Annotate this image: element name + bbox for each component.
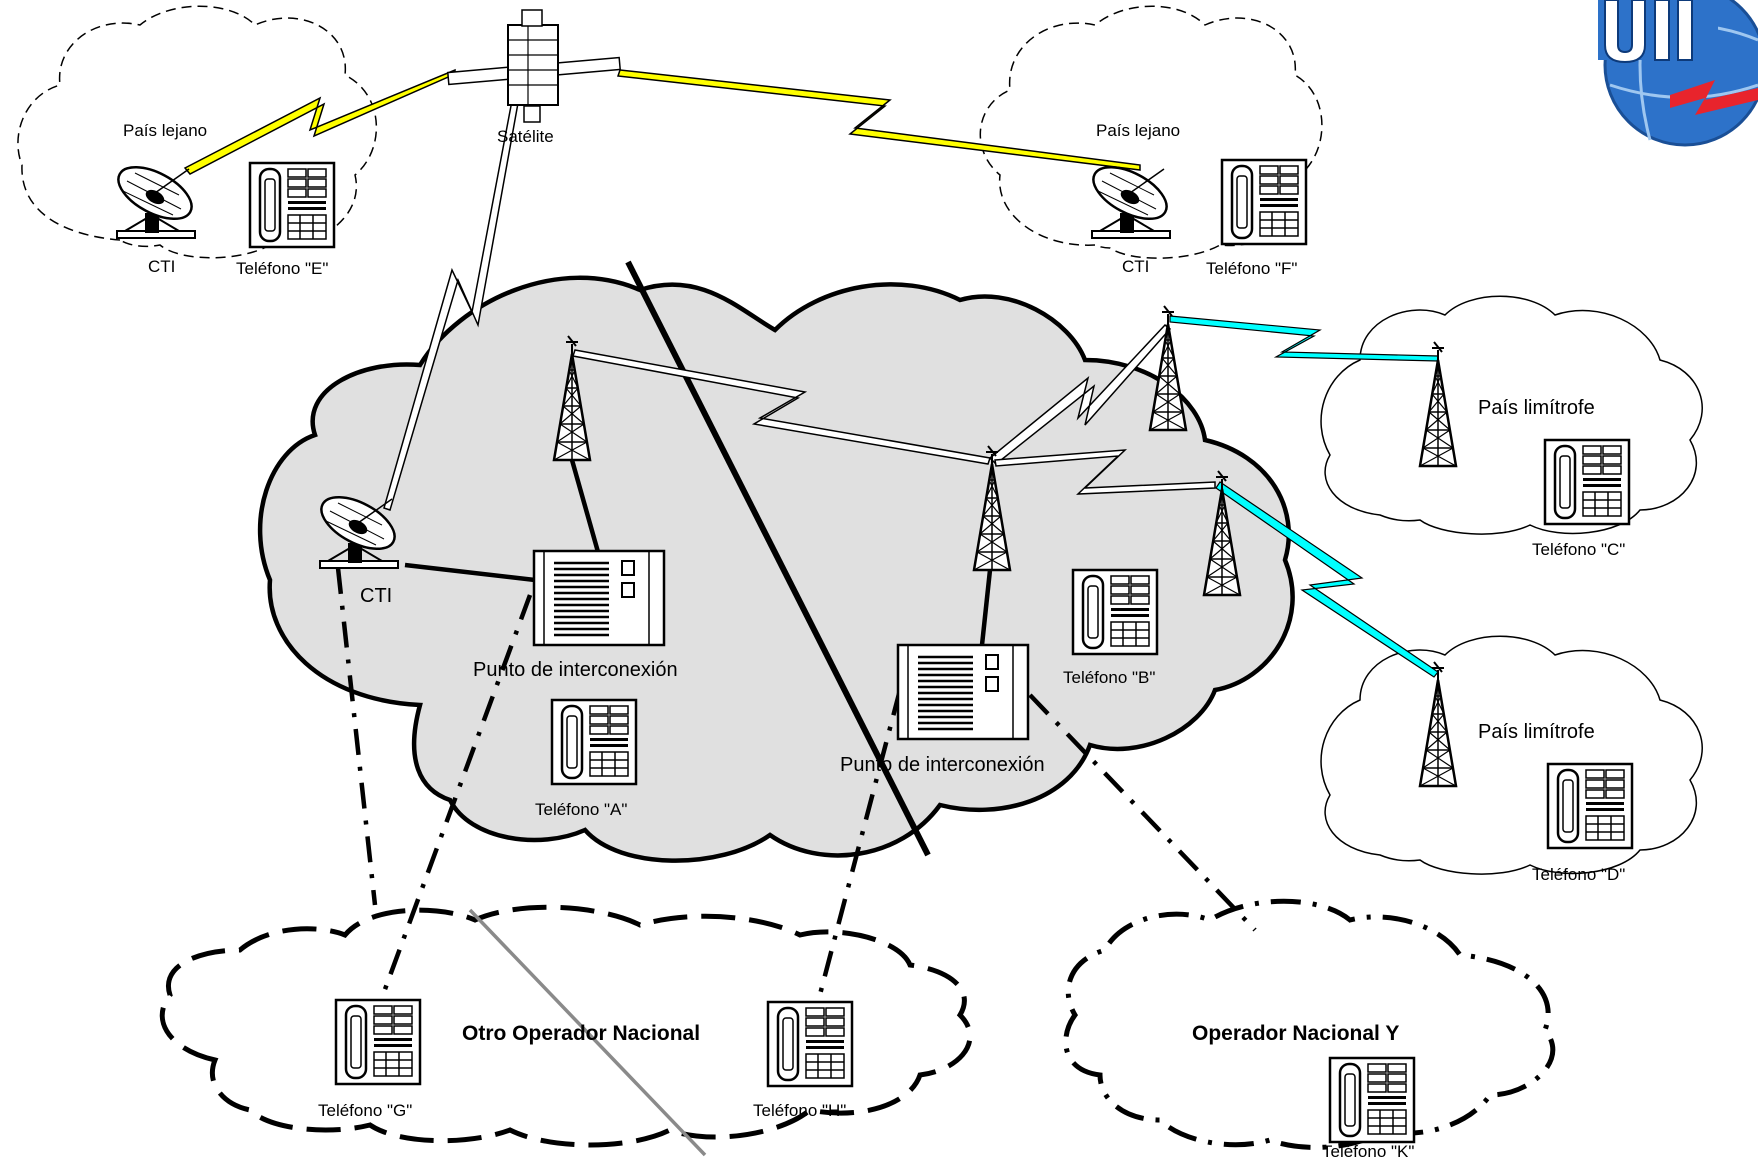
tower-top-right-icon: [1148, 304, 1188, 432]
interconnection-left-label: Punto de interconexión: [473, 659, 678, 681]
neighbor-country-cloud-bottom: [1320, 635, 1703, 875]
phone-a-icon: [550, 698, 638, 786]
radio-link-ab: [572, 349, 991, 465]
interconnection-right-label: Punto de interconexión: [840, 754, 1045, 776]
phone-e-label: Teléfono "E": [236, 259, 328, 278]
interconnection-point-left-icon: [532, 549, 666, 647]
network-divider-line: [625, 260, 931, 857]
far-left-country-label: País lejano: [123, 121, 207, 140]
phone-a-label: Teléfono "A": [535, 800, 627, 819]
phone-c-label: Teléfono "C": [1532, 540, 1625, 559]
phone-e-icon: [248, 161, 336, 249]
neighbor-link-bottom: [1215, 481, 1439, 678]
operator-y-label: Operador Nacional Y: [1192, 1022, 1399, 1045]
wire-towerA-switch: [569, 459, 601, 553]
phone-d-label: Teléfono "D": [1532, 865, 1625, 884]
far-right-cti-label: CTI: [1122, 257, 1149, 276]
other-operator-cloud: [159, 904, 973, 1148]
satellite-link-cti: [383, 89, 521, 511]
main-cti-label: CTI: [360, 585, 392, 607]
phone-h-icon: [766, 1000, 854, 1088]
itu-logo: [1598, 0, 1758, 147]
phone-g-icon: [334, 998, 422, 1086]
phone-c-icon: [1543, 438, 1631, 526]
wire-cti-switch: [404, 562, 536, 583]
satellite-icon: [446, 9, 622, 123]
far-left-cti-label: CTI: [148, 257, 175, 276]
satellite-label: Satélite: [497, 127, 554, 146]
wire-towerB-switch: [979, 569, 993, 646]
neighbor-top-label: País limítrofe: [1478, 397, 1595, 419]
link-switch-a-phone-g: [381, 594, 533, 993]
phone-f-icon: [1220, 158, 1308, 246]
radio-link-b-right: [994, 449, 1216, 495]
phone-b-label: Teléfono "B": [1063, 668, 1155, 687]
phone-k-icon: [1328, 1056, 1416, 1144]
phone-k-label: Teléfono "K": [1322, 1142, 1414, 1161]
far-right-country-label: País lejano: [1096, 121, 1180, 140]
phone-d-icon: [1546, 762, 1634, 850]
link-cti-phone-g: [335, 567, 378, 906]
neighbor-bottom-label: País limítrofe: [1478, 721, 1595, 743]
phone-b-icon: [1071, 568, 1159, 656]
phone-f-label: Teléfono "F": [1206, 259, 1297, 278]
link-switch-b-operator-y: [1028, 693, 1257, 932]
phone-h-label: Teléfono "H": [753, 1101, 846, 1120]
other-operator-label: Otro Operador Nacional: [462, 1022, 700, 1045]
satellite-link-right: [616, 69, 1141, 171]
interconnection-point-right-icon: [896, 643, 1030, 741]
grey-divider-line: [468, 908, 707, 1157]
phone-g-label: Teléfono "G": [318, 1101, 412, 1120]
